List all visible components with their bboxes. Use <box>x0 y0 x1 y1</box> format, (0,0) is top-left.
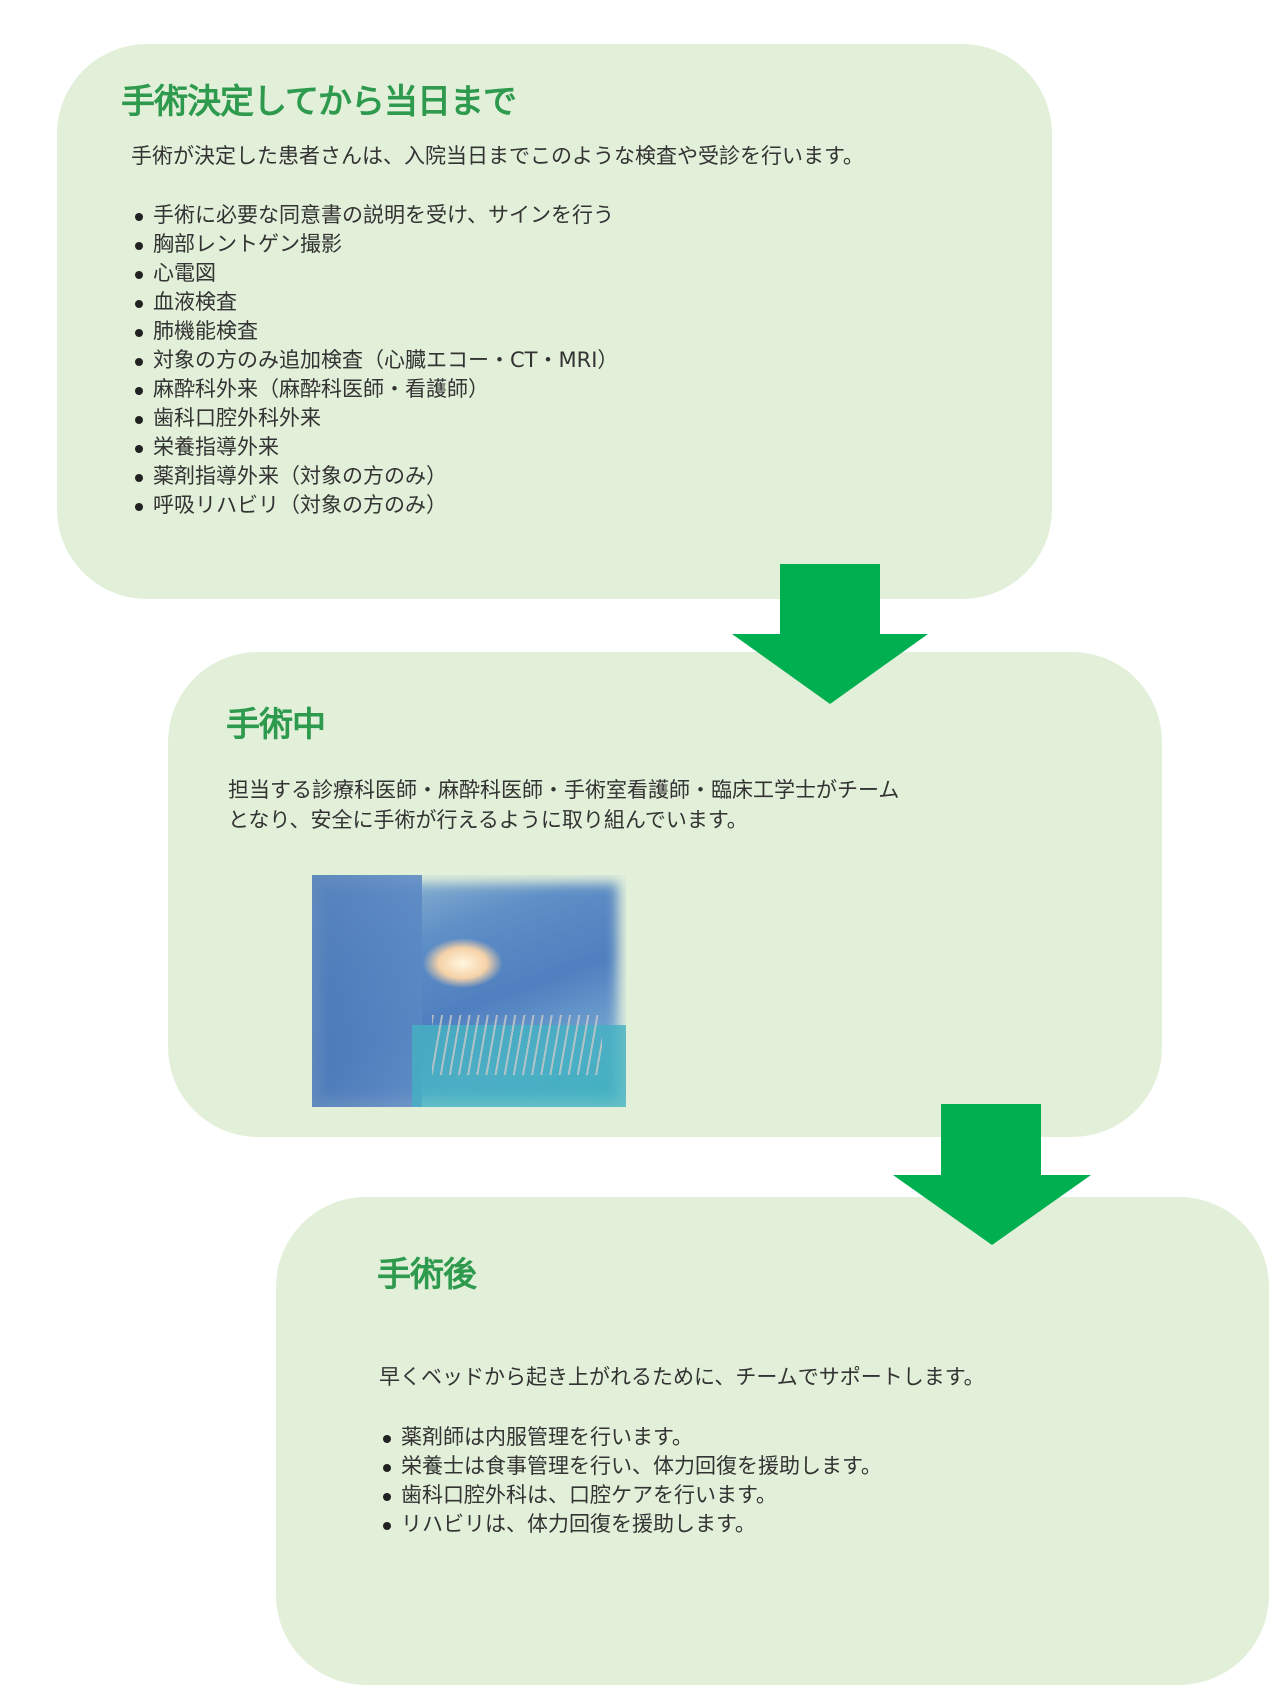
during-surgery-title: 手術中 <box>226 705 326 745</box>
list-item: 麻酔科外来（麻酔科医師・看護師） <box>131 375 618 404</box>
after-surgery-intro: 早くベッドから起き上がれるために、チームでサポートします。 <box>379 1365 985 1389</box>
after-surgery-panel <box>276 1197 1269 1685</box>
after-surgery-title: 手術後 <box>377 1255 477 1295</box>
during-surgery-text-line2: となり、安全に手術が行えるように取り組んでいます。 <box>228 808 748 832</box>
list-item: 呼吸リハビリ（対象の方のみ） <box>131 491 618 520</box>
list-item: 手術に必要な同意書の説明を受け、サインを行う <box>131 201 618 230</box>
list-item: 栄養指導外来 <box>131 433 618 462</box>
before-surgery-title: 手術決定してから当日まで <box>121 82 517 122</box>
list-item: 胸部レントゲン撮影 <box>131 230 618 259</box>
before-surgery-intro: 手術が決定した患者さんは、入院当日までこのような検査や受診を行います。 <box>131 144 864 168</box>
list-item: リハビリは、体力回復を援助します。 <box>379 1510 882 1539</box>
arrow-down-icon <box>732 564 928 704</box>
list-item: 歯科口腔外科外来 <box>131 404 618 433</box>
before-surgery-panel <box>57 44 1052 599</box>
arrow-down-icon <box>893 1104 1091 1245</box>
list-item: 肺機能検査 <box>131 317 618 346</box>
list-item: 歯科口腔外科は、口腔ケアを行います。 <box>379 1481 882 1510</box>
list-item: 薬剤指導外来（対象の方のみ） <box>131 462 618 491</box>
list-item: 薬剤師は内服管理を行います。 <box>379 1423 882 1452</box>
during-surgery-text-line1: 担当する診療科医師・麻酔科医師・手術室看護師・臨床工学士がチーム <box>228 778 900 802</box>
after-surgery-list: 薬剤師は内服管理を行います。 栄養士は食事管理を行い、体力回復を援助します。 歯… <box>379 1423 882 1539</box>
list-item: 心電図 <box>131 259 618 288</box>
list-item: 対象の方のみ追加検査（心臓エコー・CT・MRI） <box>131 346 618 375</box>
list-item: 栄養士は食事管理を行い、体力回復を援助します。 <box>379 1452 882 1481</box>
surgery-photo <box>312 875 626 1107</box>
list-item: 血液検査 <box>131 288 618 317</box>
before-surgery-list: 手術に必要な同意書の説明を受け、サインを行う 胸部レントゲン撮影 心電図 血液検… <box>131 201 618 520</box>
